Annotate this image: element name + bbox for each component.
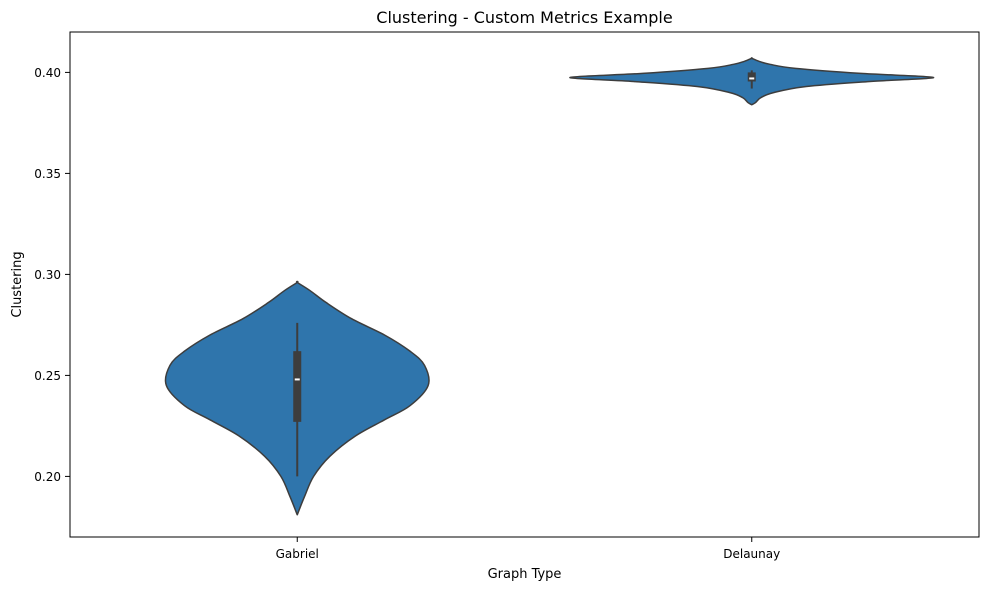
- violin-iqr-box: [293, 351, 302, 422]
- x-axis-label: Graph Type: [488, 567, 562, 582]
- y-tick-label: 0.35: [34, 167, 61, 181]
- chart-title: Clustering - Custom Metrics Example: [376, 8, 672, 27]
- x-axis: Gabriel Delaunay: [276, 537, 780, 561]
- y-tick-label: 0.40: [34, 66, 61, 80]
- y-axis-label: Clustering: [10, 251, 25, 317]
- y-tick-label: 0.20: [34, 470, 61, 484]
- plot-frame: [69, 31, 980, 538]
- y-tick-label: 0.25: [34, 369, 61, 383]
- y-tick-label: 0.30: [34, 268, 61, 282]
- x-tick-label: Delaunay: [723, 547, 780, 561]
- y-axis: 0.20 0.25 0.30 0.35 0.40: [34, 66, 70, 484]
- violins-layer: [164, 57, 935, 516]
- violin-iqr-box: [747, 72, 756, 82]
- x-tick-label: Gabriel: [276, 547, 319, 561]
